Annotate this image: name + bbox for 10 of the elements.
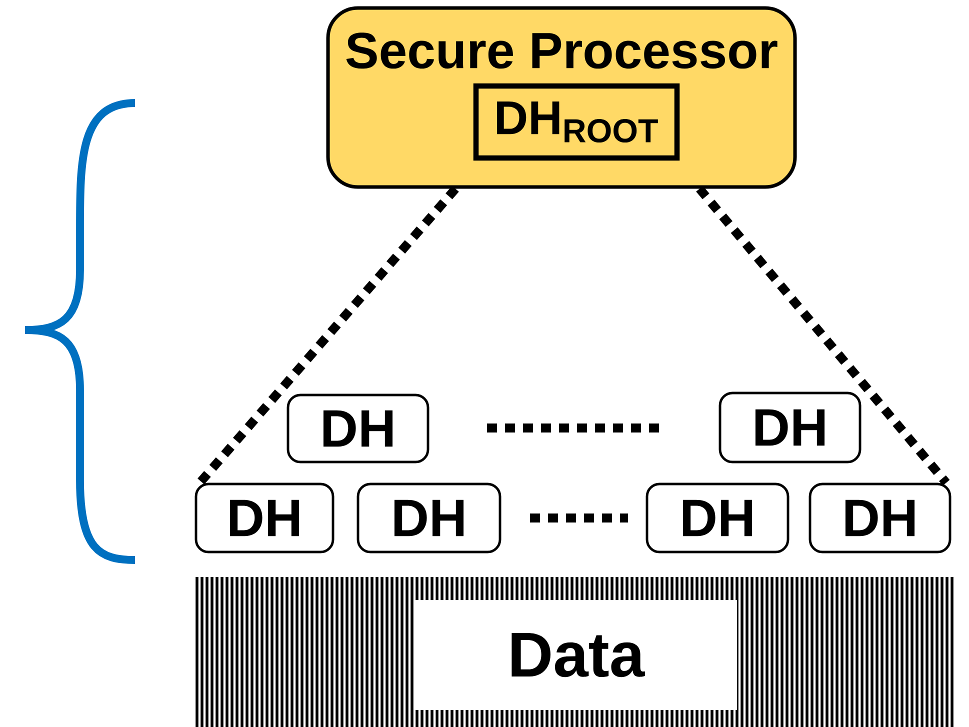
dotted-line xyxy=(196,186,459,486)
dh-box: DH xyxy=(286,394,430,464)
root-box: DH$_{ROOT}$ xyxy=(473,83,680,161)
dh-box: DH xyxy=(194,482,334,554)
dh-box: DH xyxy=(718,392,862,464)
data-band: Data xyxy=(196,577,954,727)
dh-box: DH xyxy=(808,482,952,554)
dh-box: DH xyxy=(356,482,502,554)
dh-box: DH xyxy=(646,482,790,554)
dotted-line xyxy=(696,186,950,486)
